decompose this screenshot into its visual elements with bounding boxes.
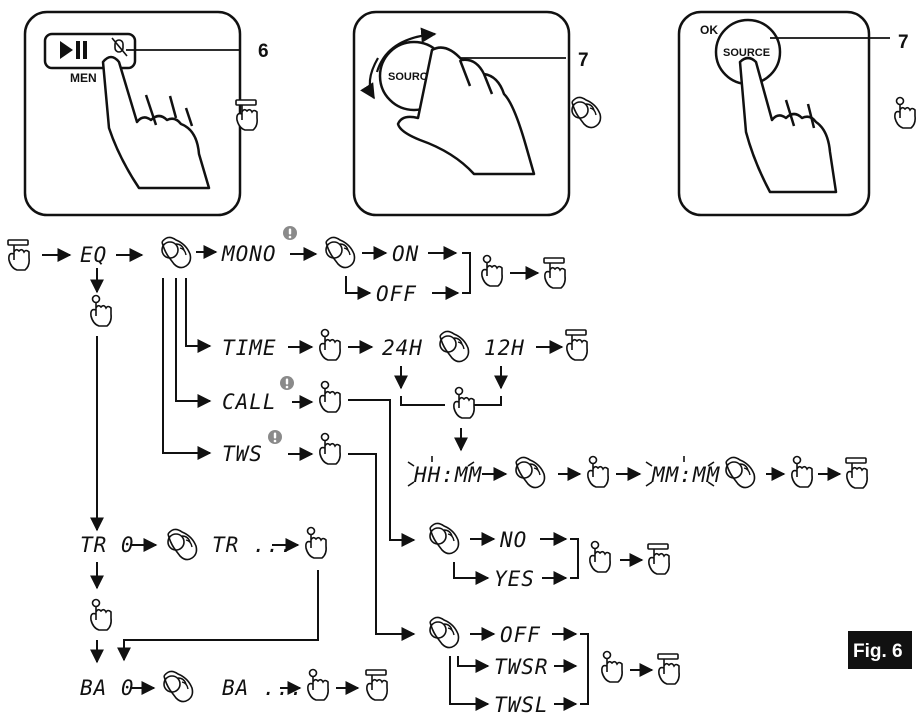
hand-pressing-icon [101,55,211,190]
press-hold-icon [543,257,566,289]
play-pause-icon [60,41,87,59]
exclamation-icon [280,376,294,390]
label-mmmm: MM:MM [651,463,721,487]
label-hhmm: HH:MM [413,463,483,487]
connector [175,278,212,408]
callout-7b: 7 [898,32,909,53]
figure-label: Fig. 6 [853,641,903,662]
short-press-icon [791,455,813,488]
rotate-icon [439,330,470,363]
label-off: OFF [376,282,417,306]
blink-marks [407,456,475,487]
mic-mute-icon [111,37,128,57]
label-eq: EQ [80,243,107,267]
press-hold-icon [235,99,258,131]
blink-marks [645,456,715,487]
rotate-icon [167,528,198,561]
label-ba0: BA 0 [80,676,135,700]
connector [449,656,490,711]
label-call: CALL [222,390,277,414]
press-hold-icon [845,457,868,489]
short-press-icon [319,380,341,413]
short-press-icon [305,526,327,559]
short-press-icon [319,328,341,361]
panel-source-rotate: SOURCE 7 [352,10,602,217]
rotate-icon [325,236,356,269]
press-hold-icon [565,329,588,361]
rotate-icon [515,456,546,489]
rotate-arrow-left [360,57,379,100]
label-24h: 24H [382,336,423,360]
short-press-icon [319,432,341,465]
label-12h: 12H [484,336,525,360]
short-press-icon [601,650,623,683]
connector [162,278,212,460]
press-hold-icon [647,543,670,575]
short-press-icon [90,598,112,631]
rotate-icon [571,96,602,129]
press-hold-icon [365,669,388,701]
short-press-icon [307,668,329,701]
label-tws-off: OFF [500,623,541,647]
bracket [580,633,589,705]
connector [348,399,416,547]
rotate-icon [163,670,194,703]
short-press-icon [589,540,611,573]
short-press-icon [481,254,503,287]
label-no: NO [499,528,527,552]
bracket [570,538,579,579]
hand-pressing-knob-icon [738,56,838,194]
exclamation-icon [268,430,282,444]
panel-menu-button: MEN 6 [23,10,269,217]
short-press-icon [453,386,475,419]
label-twsr: TWSR [494,655,549,679]
connector [457,656,490,673]
source-knob-label: SOURCE [388,71,435,83]
label-tws: TWS [222,442,263,466]
short-press-icon [90,294,112,327]
source-knob-ok-label: SOURCE [723,47,770,59]
label-twsl: TWSL [494,693,549,717]
figure-label-box [848,631,912,669]
press-hold-icon [657,653,680,685]
connector [453,562,490,585]
rotate-icon [429,616,460,649]
callout-6: 6 [258,41,269,62]
connector [348,453,416,641]
bracket [474,396,502,406]
ok-label: OK [700,23,718,37]
label-yes: YES [494,567,535,591]
label-on: ON [392,242,419,266]
panel-source-press: OK SOURCE 7 [677,10,916,217]
exclamation-icon [283,226,297,240]
short-press-icon [587,455,609,488]
hand-rotating-icon [396,46,536,176]
rotate-icon [429,522,460,555]
connector [345,276,372,300]
bracket [462,252,471,294]
connector [185,278,212,353]
label-time: TIME [222,336,277,360]
short-press-icon [894,96,916,129]
bracket [400,396,445,406]
label-mono: MONO [221,242,277,266]
rotate-icon [725,456,756,489]
rotate-icon [161,236,192,269]
start-hold-icon [7,239,30,271]
menu-label: MEN [70,71,97,85]
callout-7a: 7 [578,50,589,71]
label-tr0: TR 0 [80,533,135,557]
connector [117,570,319,662]
